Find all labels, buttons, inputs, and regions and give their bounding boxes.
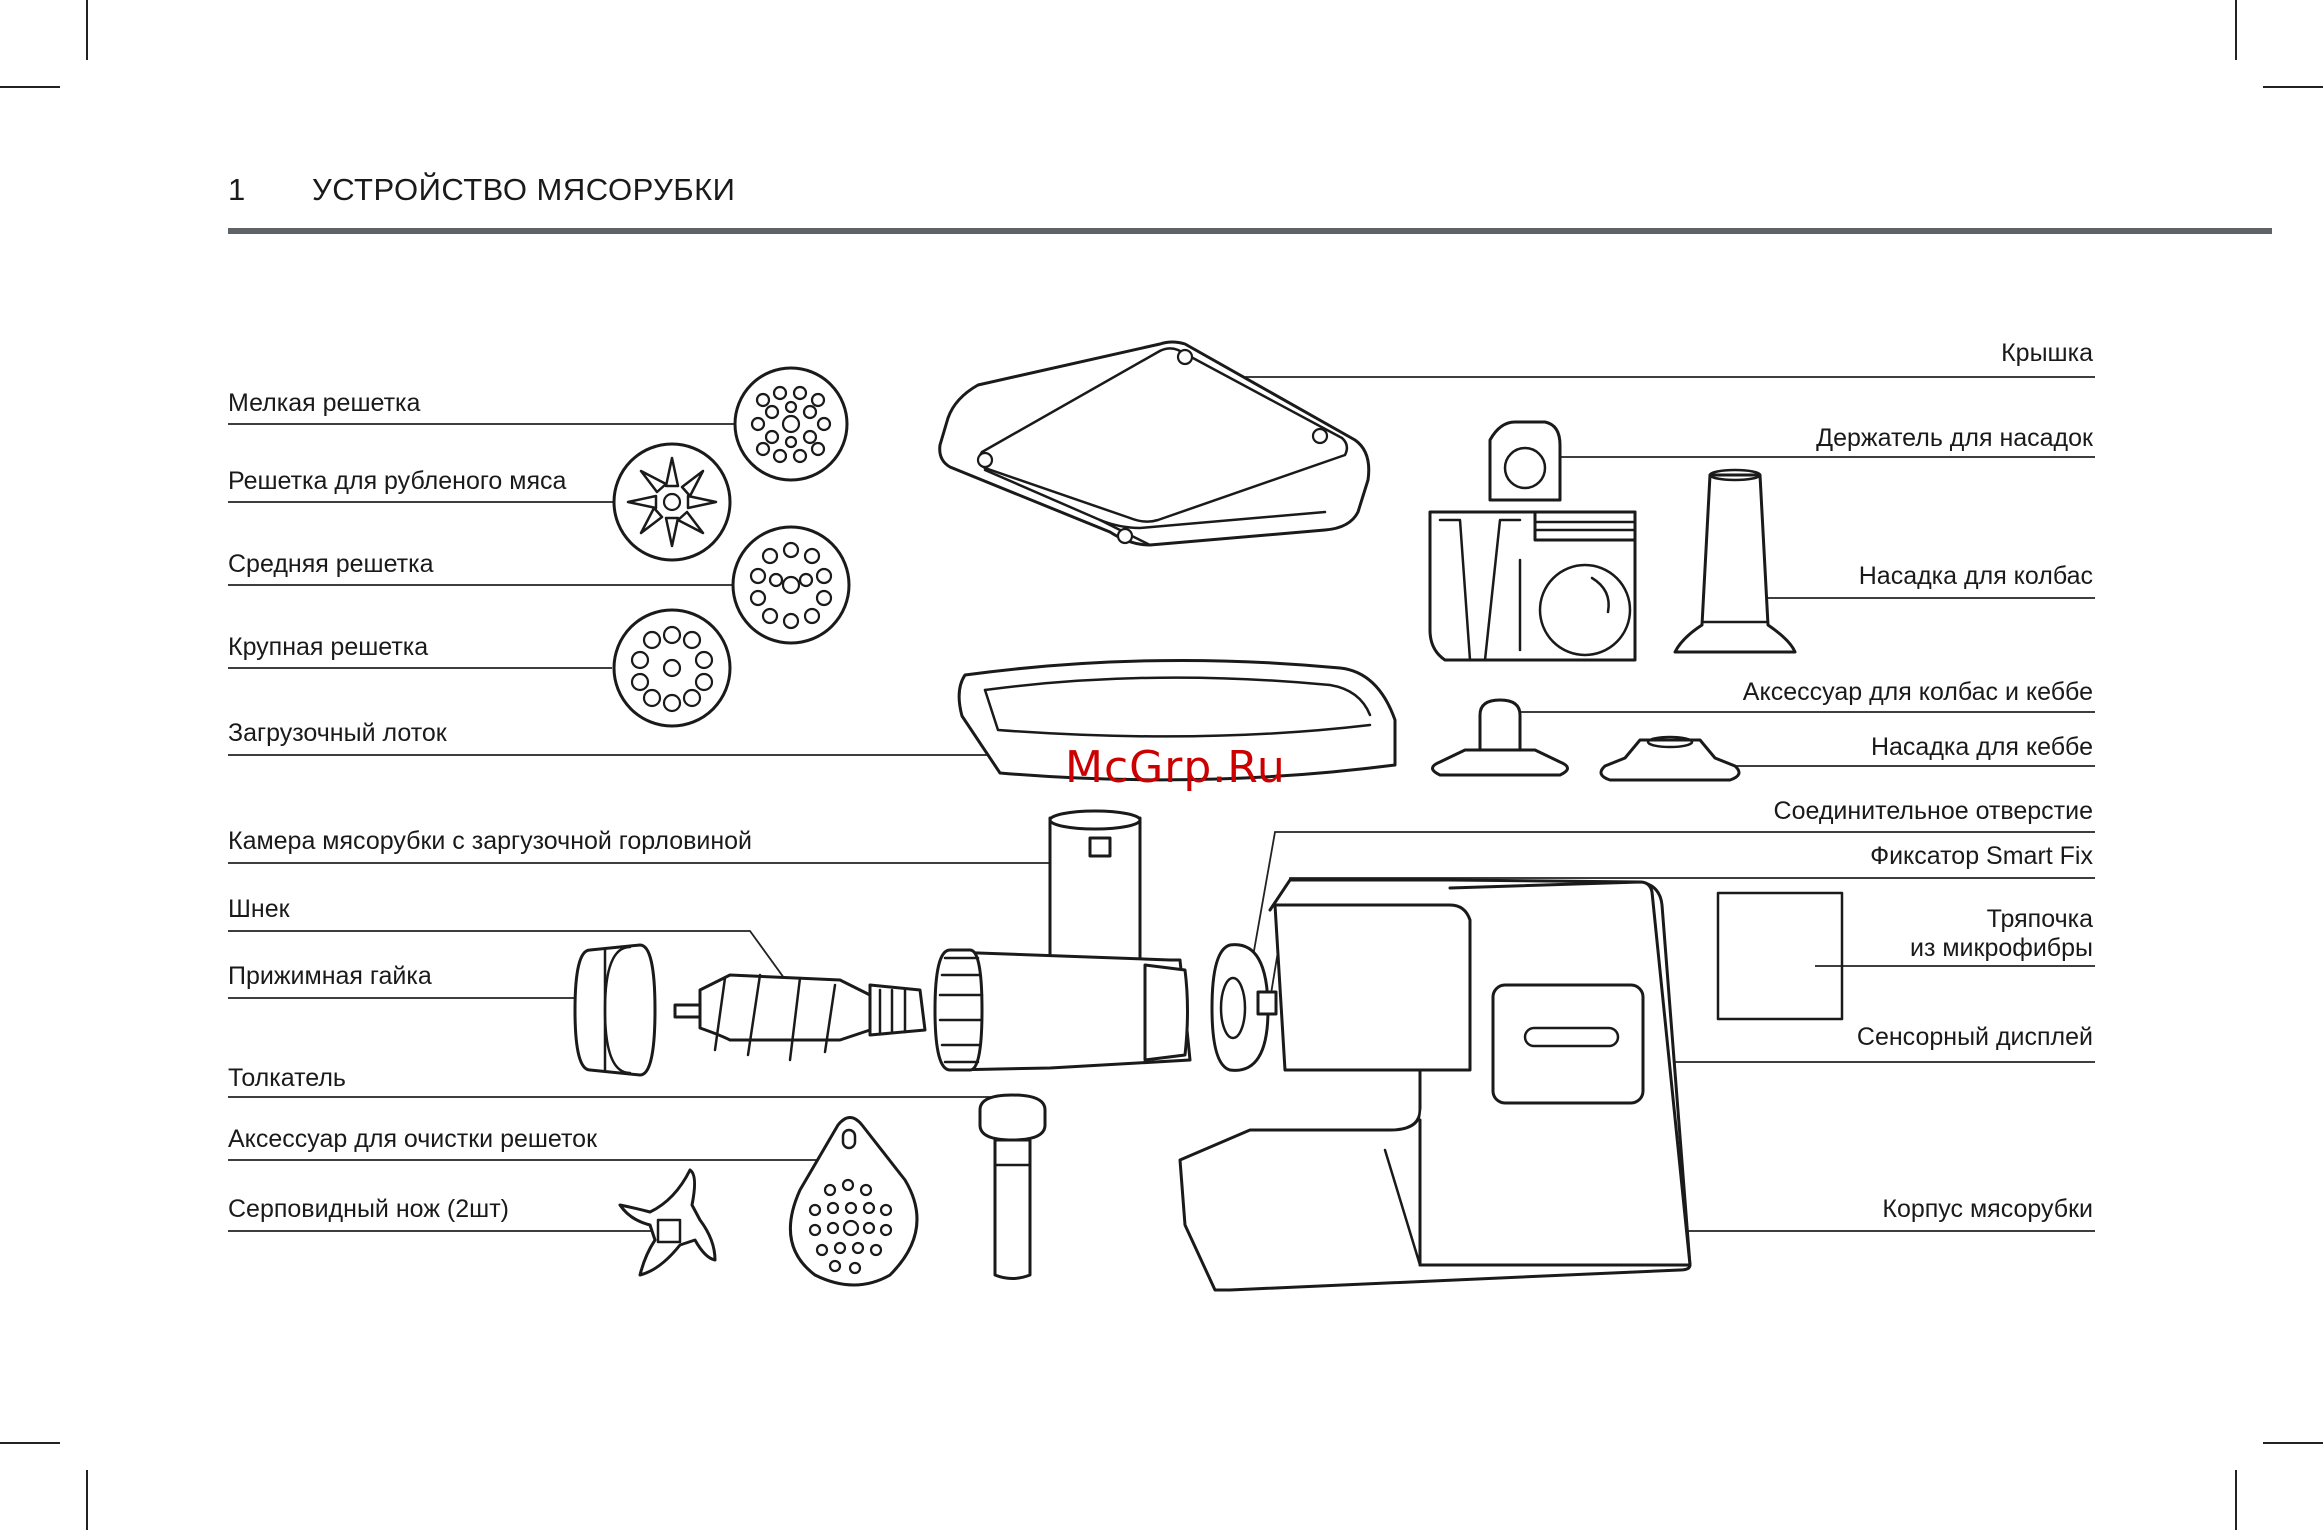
header-rule bbox=[228, 228, 2272, 234]
label-grinding-chamber: Камера мясорубки с заргузочной горловино… bbox=[228, 827, 753, 855]
feeding-tray-icon bbox=[957, 658, 1397, 782]
label-touch-display: Сенсорный дисплей bbox=[1856, 1023, 2093, 1051]
attachment-holder-icon bbox=[1428, 420, 1637, 662]
sausage-kebbe-accessory-icon bbox=[1431, 698, 1569, 777]
label-auger: Шнек bbox=[228, 895, 290, 923]
section-title: УСТРОЙСТВО МЯСОРУБКИ bbox=[312, 172, 736, 207]
label-food-pusher: Толкатель bbox=[228, 1064, 346, 1092]
label-crescent-knife: Серповидный нож (2шт) bbox=[228, 1195, 509, 1223]
label-lid: Крышка bbox=[2001, 339, 2093, 367]
label-coarse-plate: Крупная решетка bbox=[228, 633, 429, 661]
section-number: 1 bbox=[228, 172, 246, 207]
grinding-chamber-icon bbox=[933, 809, 1192, 1072]
medium-plate-icon bbox=[731, 525, 851, 645]
grinder-body-icon bbox=[1178, 878, 1692, 1292]
auger-screw-icon bbox=[673, 973, 927, 1062]
watermark: McGrp.Ru bbox=[1065, 742, 1286, 793]
label-kebbe-nozzle: Насадка для кеббе bbox=[1870, 733, 2093, 761]
crescent-knife-icon bbox=[618, 1168, 717, 1277]
label-fine-plate: Мелкая решетка bbox=[228, 389, 421, 417]
label-chopped-meat-plate: Решетка для рубленого мяса bbox=[228, 467, 567, 495]
label-grinder-body: Корпус мясорубки bbox=[1882, 1195, 2093, 1223]
leader-lines-right bbox=[1235, 376, 2095, 1232]
lid-icon bbox=[938, 340, 1371, 547]
kebbe-nozzle-icon bbox=[1599, 735, 1741, 782]
label-attachment-holder: Держатель для насадок bbox=[1816, 424, 2093, 452]
chopped-meat-plate-icon bbox=[612, 442, 732, 562]
label-cloth-line2: из микрофибры bbox=[1910, 934, 2093, 962]
label-cleaning-tool: Аксессуар для очистки решеток bbox=[228, 1125, 598, 1153]
ring-nut-icon bbox=[573, 943, 657, 1077]
label-sausage-nozzle: Насадка для колбас bbox=[1858, 562, 2093, 590]
plate-cleaning-tool-icon bbox=[788, 1116, 919, 1287]
label-connection-socket: Соединительное отверстие bbox=[1773, 797, 2093, 825]
food-pusher-icon bbox=[978, 1093, 1047, 1280]
leader-lines-left bbox=[228, 423, 1055, 1232]
label-ring-nut: Прижимная гайка bbox=[228, 962, 432, 990]
label-cloth-line1: Тряпочка bbox=[1986, 905, 2093, 933]
sausage-nozzle-icon bbox=[1673, 468, 1797, 654]
microfiber-cloth-icon bbox=[1716, 891, 1844, 1021]
label-smart-fix: Фиксатор Smart Fix bbox=[1870, 842, 2093, 870]
label-sausage-kebbe-accessory: Аксессуар для колбас и кеббе bbox=[1742, 678, 2093, 706]
fine-plate-icon bbox=[733, 366, 849, 482]
coarse-plate-icon bbox=[612, 608, 732, 728]
label-medium-plate: Средняя решетка bbox=[228, 550, 434, 578]
label-feeding-tray: Загрузочный лоток bbox=[228, 719, 447, 747]
